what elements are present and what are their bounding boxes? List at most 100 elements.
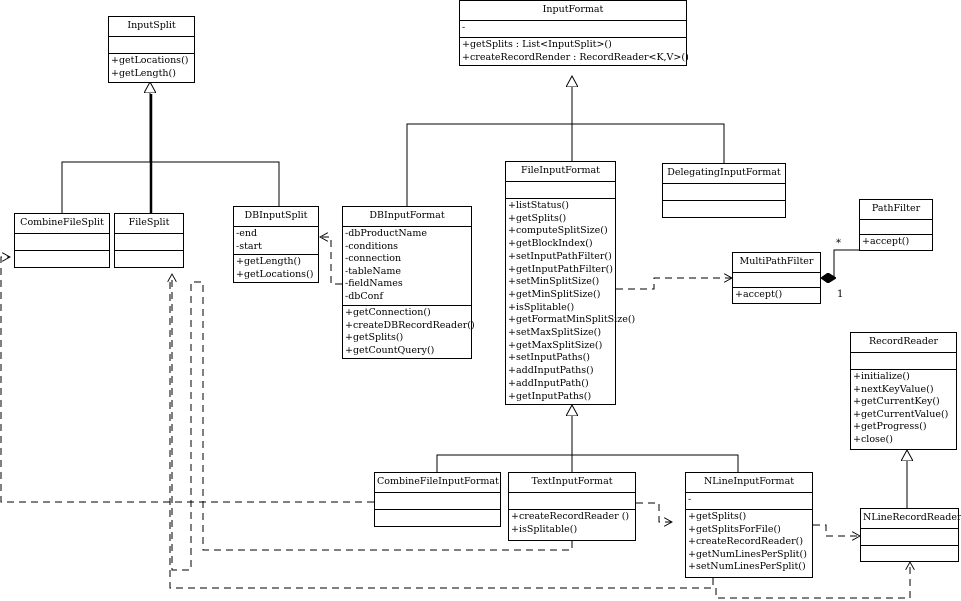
method: +getInputPathFilter() bbox=[508, 263, 613, 275]
methods-section bbox=[861, 546, 958, 561]
class-db-input-split[interactable]: DBInputSplit -end -start +getLength() +g… bbox=[233, 206, 319, 283]
method: +getLocations() bbox=[236, 268, 314, 280]
attributes-section bbox=[663, 184, 785, 201]
dependency-nlineinputformat-filesplit bbox=[169, 278, 714, 589]
class-record-reader[interactable]: RecordReader +initialize() +nextKeyValue… bbox=[850, 332, 957, 450]
attributes-section bbox=[15, 234, 109, 251]
class-name: FileSplit bbox=[115, 214, 183, 234]
dependency-dbinputformat-dbinputsplit bbox=[320, 237, 342, 285]
class-name: InputFormat bbox=[460, 1, 686, 21]
method: +addInputPath() bbox=[508, 377, 589, 389]
method: +createRecordReader () bbox=[511, 511, 630, 522]
attribute: -end bbox=[236, 228, 258, 239]
attribute: -conditions bbox=[345, 240, 399, 252]
method: +getLength() bbox=[111, 67, 176, 79]
class-file-input-format[interactable]: FileInputFormat +listStatus() +getSplits… bbox=[505, 161, 636, 405]
method: +createDBRecordReader() bbox=[345, 319, 475, 331]
class-input-format[interactable]: InputFormat - +getSplits : List<InputSpl… bbox=[459, 0, 689, 66]
method: +getSplits : List<InputSplit>() bbox=[462, 39, 612, 50]
method: +getLength() bbox=[236, 256, 301, 267]
method: +getBlockIndex() bbox=[508, 238, 593, 250]
attributes-section: -end -start bbox=[234, 227, 318, 255]
class-combine-file-input-format[interactable]: CombineFileInputFormat bbox=[374, 472, 501, 527]
method: +getProgress() bbox=[853, 421, 927, 432]
methods-section: +createRecordReader () +isSplitable() bbox=[509, 510, 635, 536]
class-name: RecordReader bbox=[851, 333, 956, 353]
attributes-section bbox=[851, 353, 956, 370]
methods-section bbox=[663, 201, 785, 217]
class-name: InputSplit bbox=[109, 17, 194, 37]
class-text-input-format[interactable]: TextInputFormat +createRecordReader () +… bbox=[508, 472, 636, 541]
class-name: FileInputFormat bbox=[506, 162, 615, 182]
class-name: CombineFileSplit bbox=[15, 214, 109, 234]
inherit-line-nlineinputformat bbox=[572, 454, 739, 472]
methods-section bbox=[15, 251, 109, 267]
attribute: -connection bbox=[345, 253, 402, 264]
dependency-nlineinputformat-nlinerecordreader bbox=[813, 524, 860, 536]
method: +accept() bbox=[735, 289, 783, 300]
class-delegating-input-format[interactable]: DelegatingInputFormat bbox=[662, 163, 786, 218]
attributes-section bbox=[509, 493, 635, 510]
class-name: DBInputFormat bbox=[343, 207, 471, 227]
inherit-line-combinefileinputformat bbox=[436, 454, 572, 472]
method: +close() bbox=[853, 433, 893, 445]
class-name: DelegatingInputFormat bbox=[663, 164, 785, 184]
class-multi-path-filter[interactable]: MultiPathFilter +accept() bbox=[732, 252, 821, 304]
dependency-fileinputformat-multipathfilter bbox=[616, 278, 732, 290]
class-nline-input-format[interactable]: NLineInputFormat - +getSplits() +getSpli… bbox=[685, 472, 813, 578]
multiplicity-many: * bbox=[836, 238, 841, 249]
method: +addInputPaths() bbox=[508, 365, 594, 377]
class-input-split[interactable]: InputSplit +getLocations() +getLength() bbox=[108, 16, 195, 83]
method: +initialize() bbox=[853, 371, 910, 382]
methods-section: +accept() bbox=[860, 235, 932, 249]
attributes-section bbox=[115, 234, 183, 251]
multiplicity-one: 1 bbox=[837, 289, 844, 300]
method: +getCountQuery() bbox=[345, 344, 435, 356]
methods-section bbox=[375, 510, 500, 526]
method: +getInputPaths() bbox=[508, 390, 592, 402]
methods-section: +listStatus() +getSplits() +computeSplit… bbox=[506, 199, 636, 403]
methods-section: +getLocations() +getLength() bbox=[109, 54, 194, 80]
method: +createRecordRender : RecordReader<K,V>(… bbox=[462, 51, 689, 63]
attribute: -dbProductName bbox=[345, 228, 427, 239]
methods-section bbox=[115, 251, 183, 267]
class-file-split[interactable]: FileSplit bbox=[114, 213, 184, 268]
attribute: -dbConf bbox=[345, 290, 383, 302]
attribute: - bbox=[688, 494, 692, 505]
method: +isSplitable() bbox=[508, 301, 575, 313]
methods-section: +getConnection() +createDBRecordReader()… bbox=[343, 306, 475, 357]
class-nline-record-reader[interactable]: NLineRecordReader bbox=[860, 508, 961, 562]
attributes-section bbox=[109, 37, 194, 54]
class-db-input-format[interactable]: DBInputFormat -dbProductName -conditions… bbox=[342, 206, 475, 359]
attributes-section bbox=[733, 273, 820, 288]
attribute: -fieldNames bbox=[345, 278, 403, 289]
class-combine-file-split[interactable]: CombineFileSplit bbox=[14, 213, 110, 268]
method: +getFormatMinSplitSize() bbox=[508, 314, 636, 326]
attributes-section bbox=[375, 493, 500, 510]
method: +accept() bbox=[862, 236, 910, 247]
method: +getCurrentValue() bbox=[853, 408, 949, 420]
methods-section: +getSplits : List<InputSplit>() +createR… bbox=[460, 38, 689, 64]
class-name: CombineFileInputFormat bbox=[375, 473, 500, 493]
method: +getLocations() bbox=[111, 55, 189, 66]
dependency-combinefileinputformat-combinefilesplit bbox=[0, 257, 374, 503]
attributes-section bbox=[506, 182, 615, 199]
attributes-section bbox=[860, 220, 932, 235]
methods-section: +initialize() +nextKeyValue() +getCurren… bbox=[851, 370, 956, 446]
attributes-section: - bbox=[460, 21, 686, 38]
method: +createRecordReader() bbox=[688, 536, 804, 547]
method: +getSplits() bbox=[345, 332, 404, 343]
method: +getSplits() bbox=[508, 212, 567, 224]
method: +setMaxSplitSize() bbox=[508, 327, 602, 339]
inherit-line-dbinputsplit bbox=[150, 161, 280, 206]
class-path-filter[interactable]: PathFilter +accept() bbox=[859, 199, 933, 251]
dependency-textinputformat-nlinerecordreader bbox=[636, 502, 672, 522]
method: +isSplitable() bbox=[511, 523, 578, 535]
method: +getConnection() bbox=[345, 307, 431, 318]
method: +getCurrentKey() bbox=[853, 396, 940, 407]
method: +getNumLinesPerSplit() bbox=[688, 548, 807, 560]
methods-section: +getSplits() +getSplitsForFile() +create… bbox=[686, 510, 812, 574]
method: +setInputPaths() bbox=[508, 352, 591, 364]
attribute: -tableName bbox=[345, 265, 402, 277]
